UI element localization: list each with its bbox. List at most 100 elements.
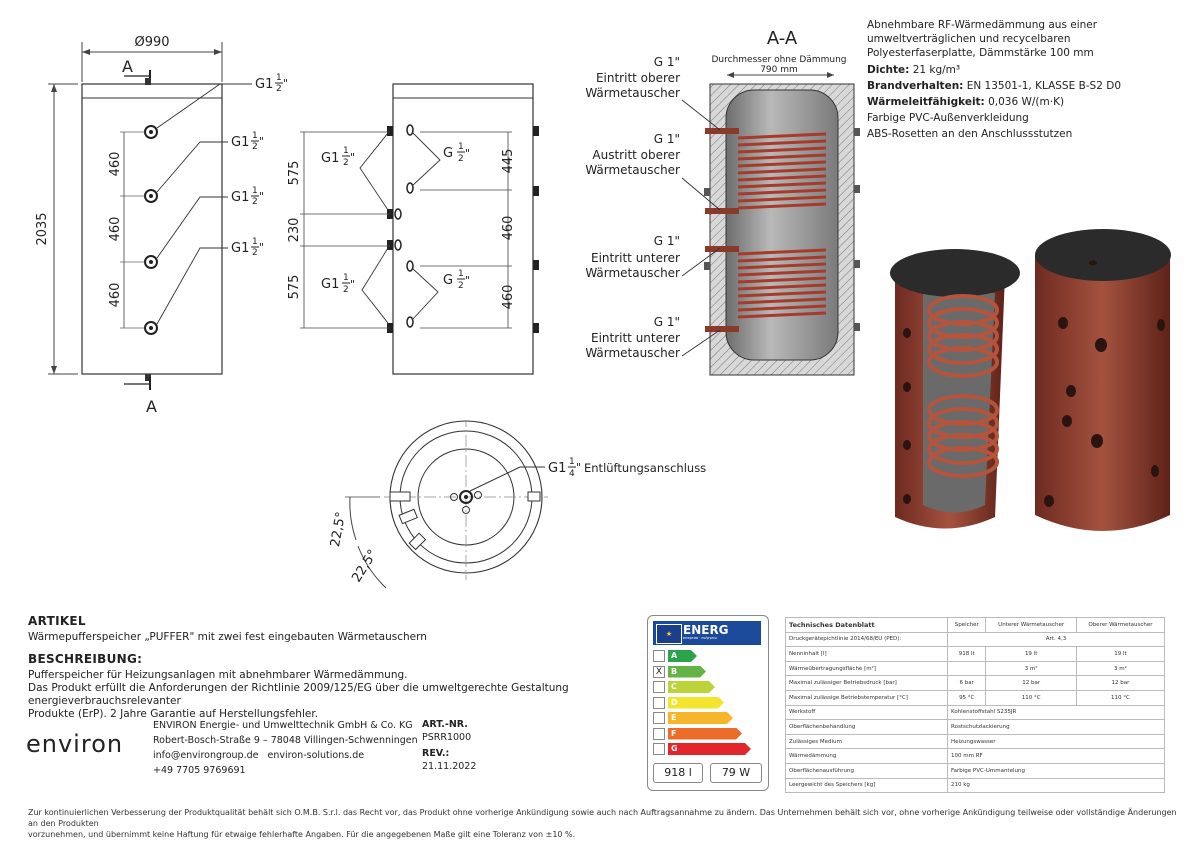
dim-445: 445: [501, 149, 516, 174]
hx1-in-b: Wärmetauscher: [585, 86, 680, 100]
label-g1-a: G1: [231, 135, 249, 150]
datasheet-cell: 210 kg: [947, 777, 1165, 794]
energy-class-bar: E: [668, 712, 733, 724]
label-g1-c: G1: [231, 241, 249, 256]
coil-label-3: G 1": [654, 234, 680, 248]
description-heading: BESCHREIBUNG:: [28, 652, 143, 666]
svg-text:": ": [350, 151, 355, 164]
dim-460-a: 460: [108, 152, 123, 177]
svg-text:": ": [465, 147, 470, 160]
svg-text:2: 2: [343, 285, 349, 295]
section-title: A-A: [767, 28, 798, 49]
label-vent: Entlüftungsanschluss: [584, 461, 706, 475]
datasheet-row: Druckgerätерichtlinie 2014/68/EU (PED):A…: [785, 631, 1165, 648]
company-email[interactable]: info@environgroup.de: [153, 750, 259, 761]
energy-class-checkbox: [653, 727, 665, 740]
datasheet-row: Maximal zulässige Betriebstemperatur [°C…: [785, 689, 1166, 706]
inner-diameter-value: 790 mm: [760, 65, 798, 75]
svg-text:2: 2: [252, 197, 258, 207]
energy-class-bar: C: [668, 681, 715, 693]
svg-text:4: 4: [569, 469, 575, 479]
datasheet-cell: Leergewicht des Speichers [kg]: [785, 777, 948, 794]
datasheet-header-cell: Unterer Wärmetauscher: [985, 617, 1077, 633]
svg-text:2: 2: [252, 248, 258, 258]
datasheet-cell: Oberflächenausführung: [785, 762, 948, 779]
datasheet-header-cell: Technisches Datenblatt: [785, 617, 948, 633]
svg-text:": ": [465, 274, 470, 287]
hx1-out-a: Austritt oberer: [592, 148, 680, 162]
svg-text:": ": [259, 241, 264, 254]
datasheet-cell: [946, 660, 987, 677]
article-heading: ARTIKEL: [28, 614, 86, 628]
energy-label-header: ★ ENERG енергия · ενέργεια: [653, 621, 761, 645]
energy-class-bar: G: [668, 743, 751, 755]
hx1-in-a: Eintritt oberer: [596, 71, 680, 85]
label-g1-top: G1: [255, 77, 273, 92]
hx1-out-b: Wärmetauscher: [585, 163, 680, 177]
datasheet-cell: 3 m²: [1075, 660, 1166, 677]
svg-text:G: G: [443, 146, 453, 161]
svg-text:1: 1: [252, 237, 258, 247]
energy-class-bar: F: [668, 728, 742, 740]
svg-text:1: 1: [458, 269, 464, 279]
datasheet-row: Leergewicht des Speichers [kg]210 kg: [785, 777, 1165, 794]
datasheet-cell: 918 lt: [946, 646, 987, 662]
datasheet-cell: Druckgerätерichtlinie 2014/68/EU (PED):: [785, 631, 948, 648]
datasheet-cell: 6 bar: [946, 675, 987, 691]
dim-575-b: 575: [287, 275, 302, 300]
energy-class-checkbox: X: [653, 665, 665, 678]
hx2-in-a: Eintritt unterer: [591, 251, 680, 265]
datasheet-cell: 100 mm RF: [947, 748, 1165, 764]
svg-text:2: 2: [458, 281, 464, 291]
datasheet-header-cell: Speicher: [946, 617, 987, 633]
datasheet-cell: Art. 4,3: [947, 631, 1165, 648]
svg-text:1: 1: [252, 131, 258, 141]
svg-text:2: 2: [343, 158, 349, 168]
datasheet-row: Maximal zulässiger Betriebsdruck [bar]6 …: [785, 675, 1166, 691]
angle-2: 22,5°: [349, 547, 381, 585]
energy-class-checkbox: [653, 743, 665, 755]
company-website[interactable]: environ-solutions.de: [267, 750, 365, 761]
coil-label-2: G 1": [654, 132, 680, 146]
svg-text:G: G: [443, 273, 453, 288]
dim-diameter: Ø990: [134, 35, 169, 50]
datasheet-cell: 110 °C: [1075, 689, 1166, 706]
label-vent-g1: G1: [548, 461, 566, 476]
datasheet-cell: Werkstoff: [785, 704, 948, 721]
energy-volume: 918 l: [653, 763, 703, 783]
energy-class-bar: B: [668, 666, 706, 678]
company-info: ENVIRON Energie- und Umwelttechnik GmbH …: [153, 720, 418, 776]
top-view-drawing: G1 14 " Entlüftungsanschluss 22,5° 22,5°: [330, 420, 706, 589]
datasheet-cell: 110 °C: [985, 689, 1077, 706]
datasheet-cell: Rostschutzlackierung: [947, 719, 1165, 735]
datasheet-cell: Oberflächenbehandlung: [785, 719, 948, 735]
datasheet-cell: Nenninhalt [l]: [785, 646, 948, 662]
svg-text:": ": [259, 190, 264, 203]
svg-text:2: 2: [276, 84, 282, 94]
svg-text:1: 1: [276, 73, 282, 83]
svg-text:2: 2: [458, 154, 464, 164]
datasheet-cell: Wärmedämmung: [785, 748, 948, 764]
hx2-in-b: Wärmetauscher: [585, 266, 680, 280]
energy-class-bar: A: [668, 650, 697, 662]
article-text: Wärmepufferspeicher „PUFFER" mit zwei fe…: [28, 631, 427, 643]
dim-230: 230: [287, 218, 302, 243]
energy-power: 79 W: [710, 763, 762, 783]
svg-text:": ": [283, 77, 288, 90]
datasheet-cell: 95 °C: [946, 689, 987, 706]
dim-height: 2035: [35, 212, 50, 245]
svg-text:": ": [259, 135, 264, 148]
svg-text:1: 1: [458, 142, 464, 152]
dim-460-d: 460: [501, 216, 516, 241]
hx2-out-b: Wärmetauscher: [585, 346, 680, 360]
side-view-drawing: 575 230 575 445 460 460 G1 G G1 G 12 12 …: [287, 83, 539, 375]
